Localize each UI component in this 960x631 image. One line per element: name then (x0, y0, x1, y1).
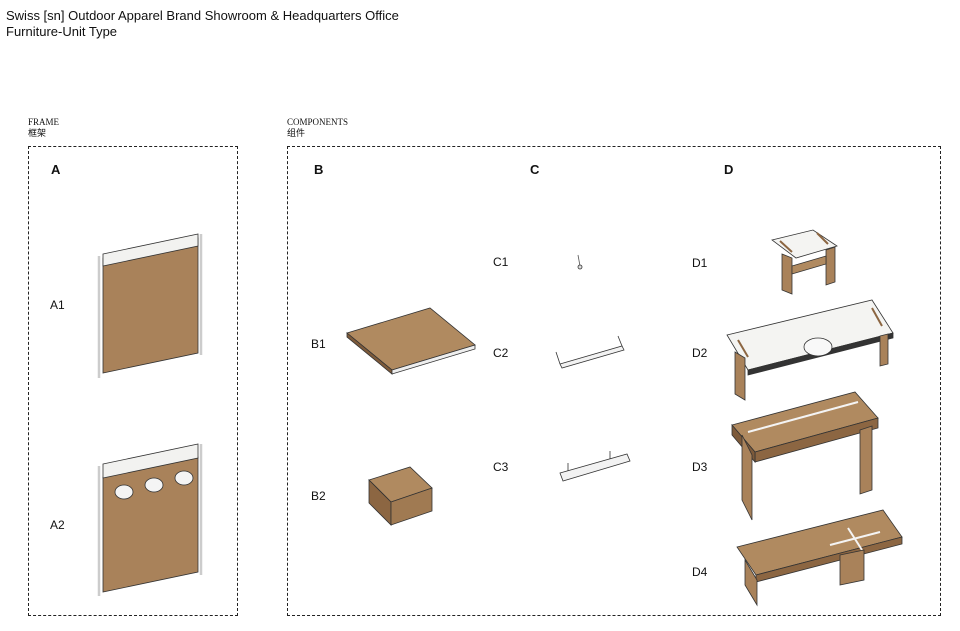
components-box (287, 146, 941, 616)
frame-heading-en: FRAME (28, 117, 60, 127)
component-b1-shelf (346, 307, 476, 375)
item-label-d2: D2 (692, 346, 708, 360)
components-heading-cn: 组件 (287, 128, 306, 138)
component-d4-bench (736, 509, 903, 607)
page-title: Swiss [sn] Outdoor Apparel Brand Showroo… (6, 8, 399, 40)
component-d2-table (726, 299, 894, 401)
column-label-a: A (51, 162, 61, 177)
item-label-b2: B2 (311, 489, 326, 503)
item-label-d1: D1 (692, 256, 708, 270)
column-label-d: D (724, 162, 734, 177)
frame-box (28, 146, 238, 616)
component-c2-rail (555, 335, 625, 369)
title-line-2: Furniture-Unit Type (6, 24, 118, 39)
frame-panel-a2 (97, 443, 203, 596)
item-label-c2: C2 (493, 346, 509, 360)
item-label-d3: D3 (692, 460, 708, 474)
item-label-c3: C3 (493, 460, 509, 474)
component-b2-box (368, 466, 433, 526)
component-d1-stool (771, 229, 838, 295)
components-heading-en: COMPONENTS (287, 117, 349, 127)
column-label-c: C (530, 162, 540, 177)
component-c3-bracket (559, 451, 631, 482)
component-c1-hook (577, 254, 583, 270)
item-label-c1: C1 (493, 255, 509, 269)
item-label-d4: D4 (692, 565, 708, 579)
frame-panel-a1 (97, 233, 203, 378)
item-label-a1: A1 (50, 298, 65, 312)
column-label-b: B (314, 162, 324, 177)
item-label-a2: A2 (50, 518, 65, 532)
component-d3-desk (731, 391, 879, 521)
title-line-1: Swiss [sn] Outdoor Apparel Brand Showroo… (6, 8, 399, 23)
frame-heading-cn: 框架 (28, 128, 47, 138)
item-label-b1: B1 (311, 337, 326, 351)
